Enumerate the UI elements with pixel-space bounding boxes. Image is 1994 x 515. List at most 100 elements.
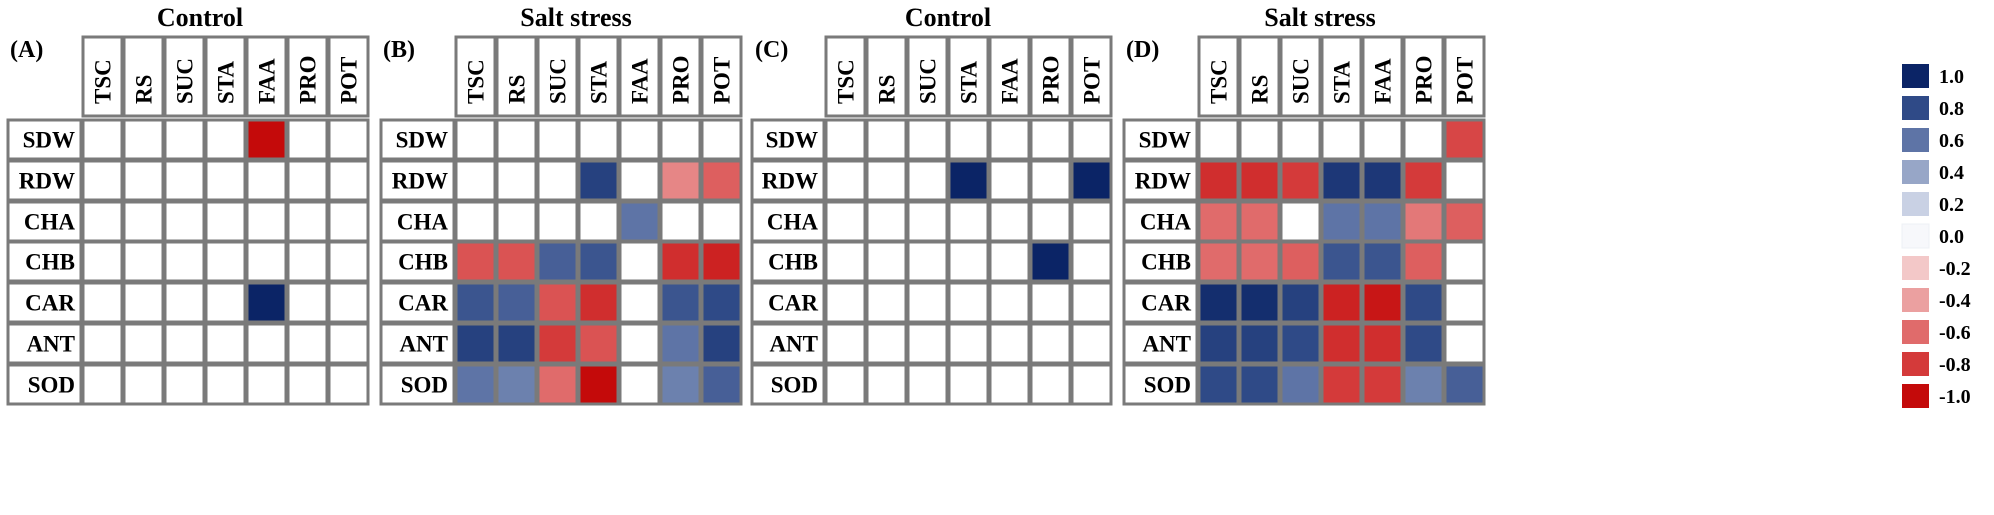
colorbar-swatch (1902, 288, 1929, 312)
heatmap-cell-frame (536, 200, 579, 243)
heatmap-cell-frame (906, 200, 949, 243)
heatmap-cell-frame (286, 322, 329, 365)
panel-title: Salt stress (1264, 3, 1375, 32)
row-label: SDW (23, 128, 75, 153)
heatmap-cell (1032, 243, 1069, 280)
row-header-box (6, 118, 83, 161)
row-label: CHB (1141, 250, 1191, 275)
heatmap-cell-frame (454, 118, 497, 161)
heatmap-cell-frame (1029, 322, 1072, 365)
column-header-box (824, 35, 867, 118)
colorbar-swatch (1902, 352, 1929, 376)
heatmap-cell (457, 284, 494, 321)
row-label: ANT (769, 332, 818, 357)
heatmap-cell-frame (988, 118, 1031, 161)
heatmap-cell-frame (865, 200, 908, 243)
heatmap-cell-frame (1029, 363, 1072, 406)
heatmap-cell-frame (865, 322, 908, 365)
heatmap-cell-frame (204, 363, 247, 406)
heatmap-cell-frame (1238, 118, 1281, 161)
heatmap-cell-frame (163, 200, 206, 243)
heatmap-cell-frame (1070, 281, 1113, 324)
heatmap-cell-frame (163, 159, 206, 202)
heatmap-cell-frame (1443, 322, 1486, 365)
heatmap-cell-frame (81, 322, 124, 365)
column-label: SUC (173, 58, 198, 104)
heatmap-cell-frame (906, 159, 949, 202)
column-header-box (1070, 35, 1113, 118)
heatmap-cell (1200, 162, 1237, 199)
column-label: RS (1248, 75, 1273, 104)
heatmap-cell (457, 366, 494, 403)
panel-title: Control (905, 3, 991, 32)
heatmap-cell-frame (865, 159, 908, 202)
panel-label: (C) (755, 37, 788, 63)
column-header-box (947, 35, 990, 118)
row-label: CHA (24, 210, 76, 235)
heatmap-cell-frame (865, 363, 908, 406)
heatmap-cell-frame (824, 200, 867, 243)
colorbar-swatch (1902, 256, 1929, 280)
heatmap-cell-frame (824, 118, 867, 161)
column-label: TSC (464, 59, 489, 104)
heatmap-cell (1241, 284, 1278, 321)
heatmap-cell-frame (163, 281, 206, 324)
column-label: POT (1080, 57, 1105, 104)
heatmap-cell (1200, 243, 1237, 280)
heatmap-cell-frame (204, 322, 247, 365)
heatmap-cell-frame (122, 118, 165, 161)
column-label: POT (710, 57, 735, 104)
heatmap-cell-frame (163, 322, 206, 365)
heatmap-cell-frame (1029, 200, 1072, 243)
heatmap-cell-frame (327, 200, 370, 243)
heatmap-cell-frame (947, 240, 990, 283)
heatmap-cell (539, 366, 576, 403)
heatmap-cell-frame (947, 322, 990, 365)
heatmap-cell-frame (122, 363, 165, 406)
heatmap-cell (662, 325, 699, 362)
heatmap-cell-frame (327, 240, 370, 283)
heatmap-cell-frame (618, 322, 661, 365)
heatmap-cell (580, 366, 617, 403)
row-label: CHA (1140, 210, 1192, 235)
heatmap-cell-frame (1279, 118, 1322, 161)
column-label: FAA (998, 58, 1023, 104)
heatmap-cell-frame (1443, 159, 1486, 202)
row-label: CAR (398, 291, 448, 316)
row-header-box (6, 281, 83, 324)
heatmap-cell (580, 325, 617, 362)
heatmap-cell (703, 325, 740, 362)
row-label: CHB (398, 250, 448, 275)
row-header-box (6, 240, 83, 283)
heatmap-cell-frame (204, 281, 247, 324)
heatmap-cell-frame (286, 159, 329, 202)
heatmap-cell-frame (204, 200, 247, 243)
column-header-box (1029, 35, 1072, 118)
row-header-box (1122, 159, 1199, 202)
row-label: RDW (1135, 169, 1191, 194)
heatmap-cell-frame (327, 159, 370, 202)
panel-title: Salt stress (520, 3, 631, 32)
heatmap-cell (1241, 243, 1278, 280)
colorbar-swatch (1902, 160, 1929, 184)
column-header-box (286, 35, 329, 118)
column-label: SUC (546, 58, 571, 104)
heatmap-cell-frame (81, 200, 124, 243)
column-header-box (618, 35, 661, 118)
heatmap-cell (1364, 162, 1401, 199)
heatmap-cell (539, 284, 576, 321)
row-label: CHB (768, 250, 818, 275)
heatmap-cell-frame (81, 281, 124, 324)
column-header-box (1197, 35, 1240, 118)
row-label: RDW (762, 169, 818, 194)
row-header-box (1122, 118, 1199, 161)
heatmap-cell-frame (947, 281, 990, 324)
heatmap-cell-frame (245, 159, 288, 202)
heatmap-cell-frame (163, 240, 206, 283)
column-header-box (1443, 35, 1486, 118)
heatmap-cell-frame (163, 363, 206, 406)
column-label: PRO (1039, 55, 1064, 104)
heatmap-cell-frame (122, 159, 165, 202)
heatmap-cell-frame (906, 240, 949, 283)
row-header-box (6, 363, 83, 406)
